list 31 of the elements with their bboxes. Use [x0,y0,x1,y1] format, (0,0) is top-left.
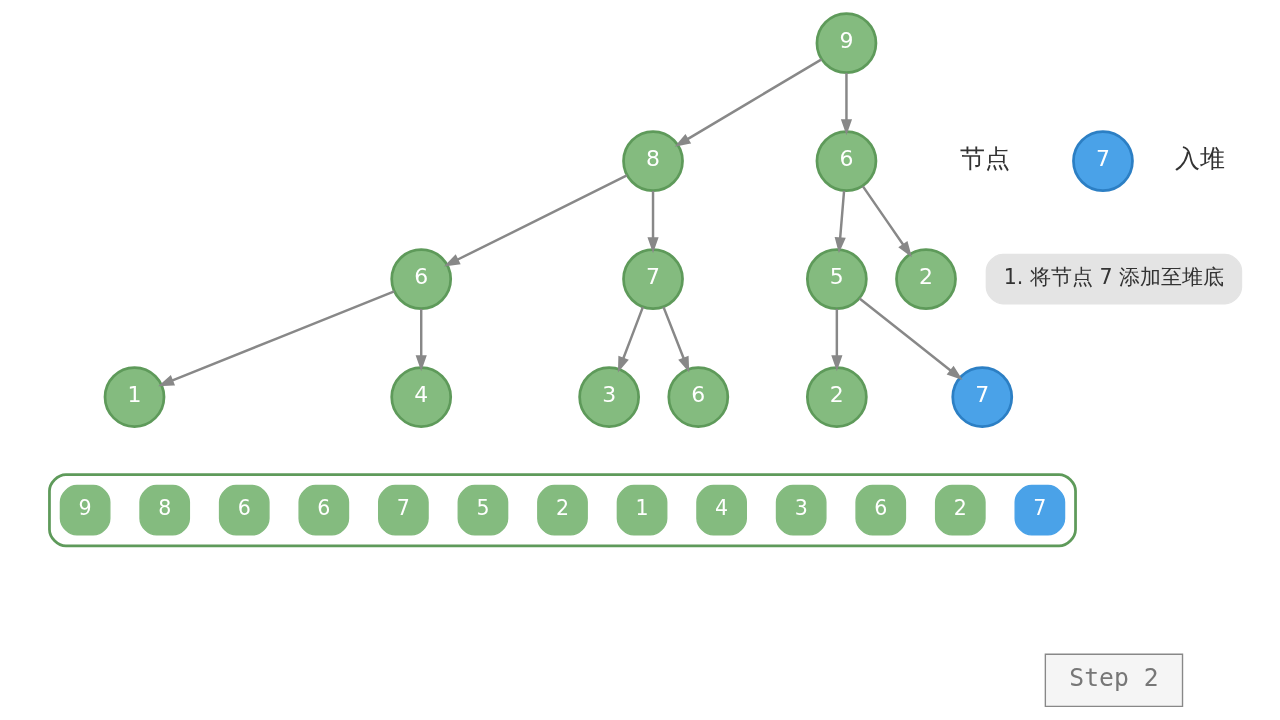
node-circle: 6 [390,248,453,310]
node-circle: 5 [806,248,868,310]
arrow [674,58,823,147]
arrow [415,308,427,372]
node-circle: 2 [806,366,868,428]
arrow [443,174,628,267]
node-circle: 1 [103,366,166,428]
arrow [831,308,843,372]
node-circle: 8 [622,130,684,192]
node-circle: 6 [815,130,878,192]
node-circle: 6 [667,366,730,428]
arrow [861,185,912,258]
node-circle: 4 [390,366,453,428]
arrow [647,190,659,254]
label: 节点 [960,144,1010,174]
node-circle: 3 [578,366,640,428]
node-circle: 7 [1072,130,1134,192]
arrow [858,297,963,381]
label: 入堆 [1175,144,1226,174]
node-circle: 9 [815,12,878,74]
arrow [840,72,853,136]
arrow [834,190,846,254]
arrow [662,306,690,373]
node-circle: 7 [622,248,684,310]
node-box: 1. 将节点 7 添加至堆底 [985,253,1243,305]
node-circle: 2 [895,248,957,310]
arrow [158,290,395,387]
node-box: Step 2 [1044,653,1184,708]
arrow [617,306,644,373]
cluster [48,473,1077,548]
node-circle: 7 [951,366,1014,428]
